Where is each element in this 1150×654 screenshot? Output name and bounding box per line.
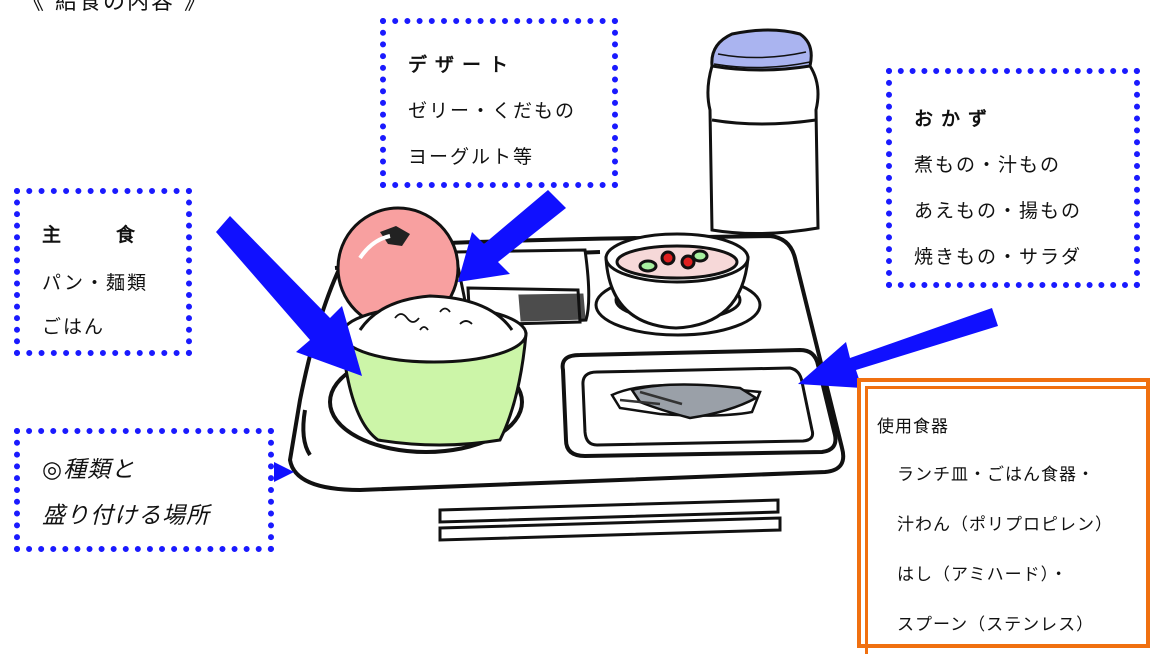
staple-line-1: パン・麺類 — [42, 272, 148, 294]
utensils-title: 使用食器 — [877, 417, 949, 437]
note-label-box: ◎種類と 盛り付ける場所 — [14, 428, 274, 552]
page-header: 《 給食の内容 》 — [22, 0, 208, 15]
utensils-panel: 使用食器 ランチ皿・ごはん食器・ 汁わん（ポリプロピレン） はし（アミハード）・… — [857, 378, 1150, 654]
dessert-line-1: ゼリー・くだもの — [408, 100, 577, 122]
utensils-line-4: スプーン（ステンレス） — [897, 615, 1095, 635]
note-line-2: 盛り付ける場所 — [42, 503, 210, 529]
staple-label-box: 主 食 パン・麺類 ごはん — [14, 188, 192, 356]
arrow-staple — [216, 216, 362, 376]
milk-bottle — [706, 28, 820, 236]
chopsticks — [438, 498, 782, 542]
packaged-item — [453, 248, 591, 327]
utensils-line-1: ランチ皿・ごはん食器・ — [897, 465, 1095, 485]
staple-title: 主 食 — [42, 224, 154, 246]
side-dish-line-1: 煮もの・汁もの — [914, 154, 1062, 176]
side-dish-label-box: おかず 煮もの・汁もの あえもの・揚もの 焼きもの・サラダ — [886, 68, 1140, 288]
arrow-dessert — [458, 190, 566, 282]
rice-bowl — [340, 294, 528, 447]
dessert-line-2: ヨーグルト等 — [408, 146, 535, 168]
side-dish-title: おかず — [914, 108, 996, 130]
utensils-line-2: 汁わん（ポリプロピレン） — [897, 515, 1113, 535]
dessert-title: デザート — [408, 54, 517, 76]
dessert-label-box: デザート ゼリー・くだもの ヨーグルト等 — [380, 18, 618, 188]
soup-bowl — [594, 232, 762, 337]
grilled-fish — [610, 383, 762, 420]
side-dish-line-3: 焼きもの・サラダ — [914, 246, 1083, 268]
utensils-line-3: はし（アミハード）・ — [897, 565, 1069, 585]
arrow-side-dish — [798, 308, 998, 388]
note-line-1: ◎種類と — [42, 457, 136, 483]
staple-line-2: ごはん — [42, 316, 106, 338]
side-dish-line-2: あえもの・揚もの — [914, 200, 1083, 222]
